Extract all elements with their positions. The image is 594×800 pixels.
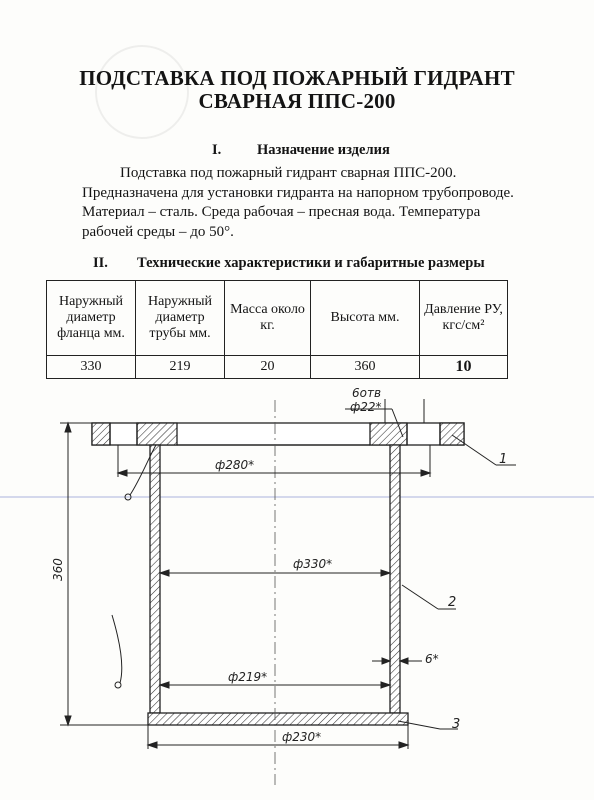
height-dimension [60, 421, 148, 727]
description-paragraph: Подставка под пожарный гидрант сварная П… [82, 164, 572, 242]
title-line-1: ПОДСТАВКА ПОД ПОЖАРНЫЙ ГИДРАНТ [79, 66, 515, 90]
header-mass: Масса около кг. [224, 280, 311, 356]
description-line: Предназначена для установки гидранта на … [82, 184, 514, 201]
value-pipe-diameter: 219 [135, 355, 225, 379]
table-header-row: Наружный диаметр фланца мм. Наружный диа… [46, 280, 508, 356]
header-pressure: Давление РУ, кгс/см² [419, 280, 508, 356]
part-2-label: 2 [448, 595, 456, 610]
section-1-heading: I. Назначение изделия [212, 142, 390, 159]
holes-count-label: 6отв [352, 386, 381, 400]
section-2-heading: II. Технические характеристики и габаритн… [93, 255, 485, 272]
specs-table: Наружный диаметр фланца мм. Наружный диа… [46, 280, 508, 379]
holes-leader [345, 399, 425, 438]
header-pipe-diameter: Наружный диаметр трубы мм. [135, 280, 225, 356]
description-line: Материал – сталь. Среда рабочая – пресна… [82, 204, 481, 220]
base-diameter-label: ф230* [282, 730, 321, 744]
value-flange-diameter: 330 [46, 355, 136, 379]
pipe-diameter-label: ф219* [228, 670, 267, 684]
bolt-circle-label: ф280* [215, 458, 254, 472]
value-mass: 20 [224, 355, 311, 379]
table-row: 330 219 20 360 10 [46, 355, 508, 379]
value-pressure: 10 [419, 355, 508, 379]
description-line: рабочей среды – до 50°. [82, 223, 234, 240]
title-line-2: СВАРНАЯ ППС-200 [198, 89, 396, 113]
faint-stamp [95, 45, 189, 139]
part-leaders [111, 434, 516, 730]
header-flange-diameter: Наружный диаметр фланца мм. [46, 280, 136, 356]
section-1-number: I. [212, 142, 222, 158]
holes-diameter-label: ф22* [350, 400, 382, 414]
value-height: 360 [310, 355, 420, 379]
top-flange [91, 422, 465, 446]
part-3-label: 3 [452, 717, 460, 732]
header-height: Высота мм. [310, 280, 420, 356]
base-diameter-dimension [146, 725, 410, 749]
section-2-title: Технические характеристики и габаритные … [137, 255, 485, 271]
height-label: 360 [51, 558, 65, 581]
wall-thickness-label: 6* [425, 652, 439, 666]
flange-diameter-label: ф330* [293, 557, 332, 571]
pipe-diameter-dimension [158, 681, 392, 689]
wall-thickness-dimension [372, 657, 422, 665]
part-1-label: 1 [499, 452, 507, 467]
technical-drawing: 360 6отв ф22* ф280* ф330* [0, 386, 594, 785]
description-line: Подставка под пожарный гидрант сварная П… [120, 165, 457, 181]
bolt-circle-dimension [116, 445, 432, 477]
document-title: ПОДСТАВКА ПОД ПОЖАРНЫЙ ГИДРАНТ СВАРНАЯ П… [0, 67, 594, 113]
flange-diameter-dimension [158, 569, 392, 577]
base-plate [147, 712, 409, 726]
section-2-number: II. [93, 255, 108, 271]
section-1-title: Назначение изделия [257, 142, 390, 158]
